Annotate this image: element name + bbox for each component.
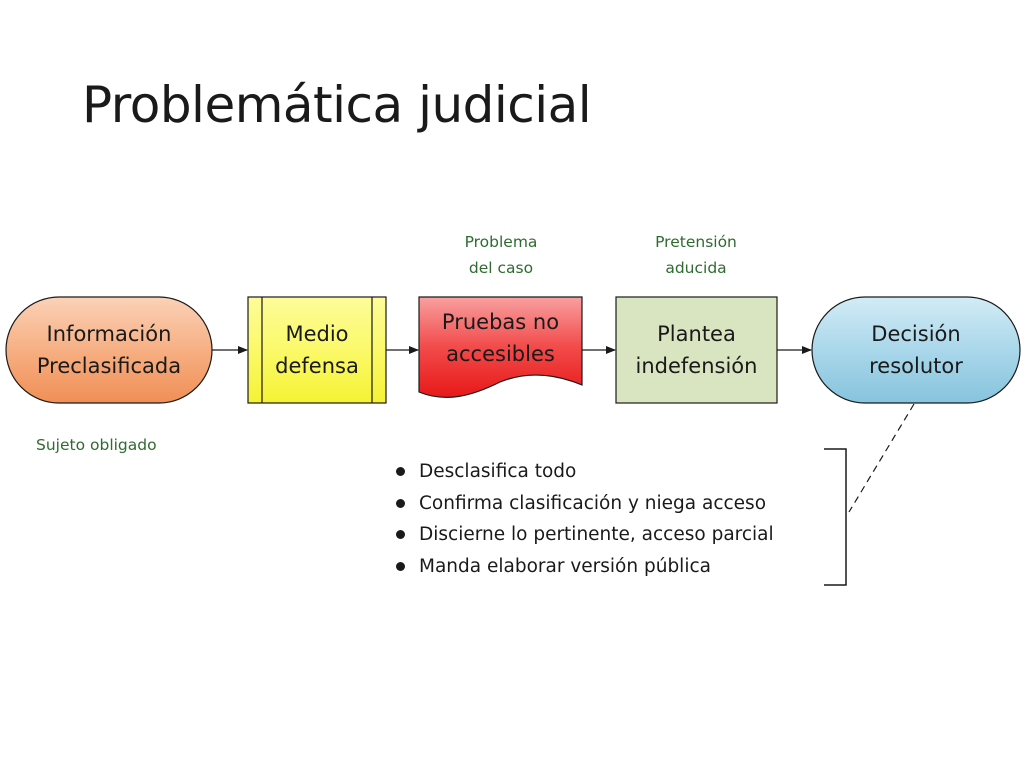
bullet-icon — [396, 498, 405, 508]
page-title: Problemática judicial — [82, 76, 592, 134]
node-plantea-label: Plantea indefensión — [635, 322, 758, 378]
node-pruebas-label: Pruebas no accesibles — [441, 310, 560, 366]
dashed-connector — [848, 403, 915, 513]
node-decision-shape — [811, 296, 1021, 404]
option-text: Discierne lo pertinente, acceso parcial — [419, 524, 774, 546]
node-decision-label: Decisión resolutor — [869, 322, 963, 378]
options-bracket — [824, 448, 847, 586]
node-plantea-shape — [615, 296, 778, 404]
options-list: Desclasifica todo Confirma clasificación… — [392, 456, 774, 582]
option-text: Confirma clasificación y niega acceso — [419, 492, 767, 514]
list-item: Discierne lo pertinente, acceso parcial — [392, 519, 774, 551]
bullet-icon — [396, 530, 405, 540]
node-info-label: Información Preclasificada — [36, 322, 182, 378]
annotation-sujeto: Sujeto obligado — [36, 436, 157, 454]
node-medio-shape — [247, 296, 387, 404]
node-pruebas-shape — [418, 296, 583, 398]
annotation-problema: Problema del caso — [464, 233, 538, 277]
option-text: Manda elaborar versión pública — [419, 555, 711, 577]
list-item: Manda elaborar versión pública — [392, 551, 774, 583]
bullet-icon — [396, 561, 405, 571]
annotation-pretension: Pretensión aducida — [655, 233, 737, 277]
node-medio-label: Medio defensa — [275, 322, 359, 378]
list-item: Confirma clasificación y niega acceso — [392, 488, 774, 520]
bullet-icon — [396, 467, 405, 477]
list-item: Desclasifica todo — [392, 456, 774, 488]
option-text: Desclasifica todo — [419, 461, 577, 483]
